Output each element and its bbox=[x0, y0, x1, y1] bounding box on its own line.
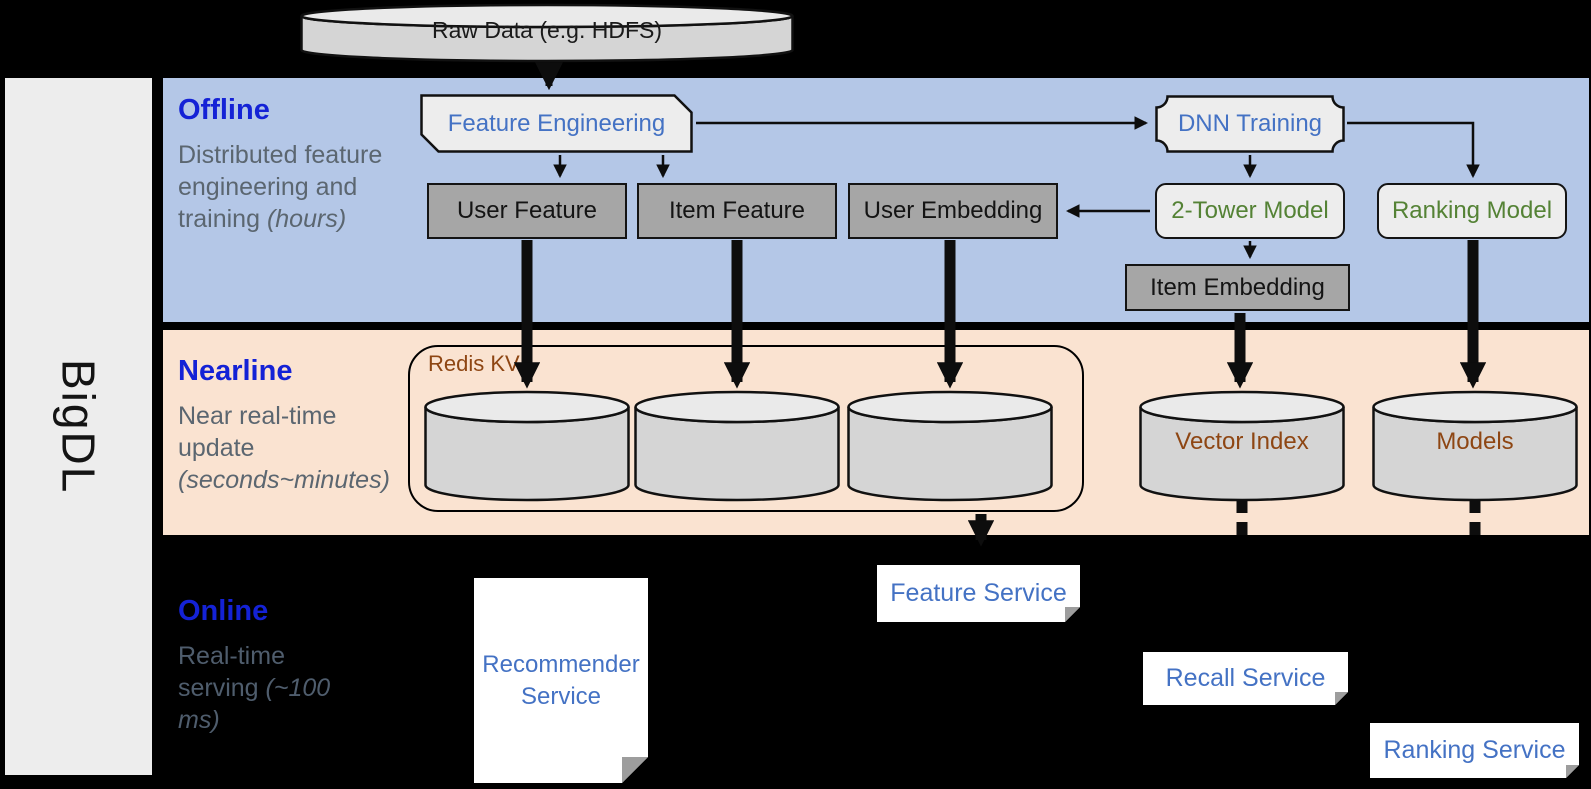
raw-data-store: Raw Data (e.g. HDFS) bbox=[300, 3, 794, 65]
ranking-service-card: Ranking Service bbox=[1370, 723, 1579, 778]
item-embedding-node: Item Embedding bbox=[1125, 264, 1350, 311]
recommender-service-label: Recommender Service bbox=[482, 651, 640, 710]
online-title: Online bbox=[178, 595, 269, 627]
redis-shard-cylinder-3 bbox=[847, 390, 1053, 502]
recall-service-card: Recall Service bbox=[1143, 652, 1348, 705]
redis-shard-cylinder-2 bbox=[634, 390, 840, 502]
brand-label: BigDL bbox=[52, 358, 105, 495]
two-tower-model-node: 2-Tower Model bbox=[1155, 183, 1345, 239]
cylinder-shape bbox=[1139, 390, 1345, 502]
bigdl-brand-rail: BigDL bbox=[5, 78, 152, 775]
page-fold-icon bbox=[622, 757, 648, 783]
nearline-section-label: Nearline Near real-time update (seconds~… bbox=[178, 355, 398, 496]
user-embedding-node: User Embedding bbox=[848, 183, 1058, 239]
redis-kv-container bbox=[408, 345, 1084, 512]
vector-index-label: Vector Index bbox=[1175, 428, 1309, 455]
feature-engineering-label: Feature Engineering bbox=[447, 109, 666, 137]
item-feature-label: Item Feature bbox=[668, 197, 806, 224]
ranking-model-node: Ranking Model bbox=[1377, 183, 1567, 239]
models-store: Models bbox=[1372, 390, 1578, 502]
snip-corner-shape bbox=[420, 94, 693, 153]
nearline-description: Near real-time update (seconds~minutes) bbox=[178, 402, 390, 494]
ranking-service-label: Ranking Service bbox=[1383, 736, 1566, 764]
cylinder-shape bbox=[847, 390, 1053, 502]
item-feature-node: Item Feature bbox=[637, 183, 837, 239]
two-tower-model-label: 2-Tower Model bbox=[1171, 197, 1329, 224]
online-description: Real-time serving (~100 ms) bbox=[178, 642, 331, 734]
cylinder-shape bbox=[634, 390, 840, 502]
plaque-shape bbox=[1155, 95, 1345, 153]
offline-section-label: Offline Distributed feature engineering … bbox=[178, 94, 383, 235]
dnn-training-node: DNN Training bbox=[1155, 95, 1345, 153]
redis-shard-cylinder-1 bbox=[424, 390, 630, 502]
item-embedding-label: Item Embedding bbox=[1150, 273, 1325, 301]
feature-service-label: Feature Service bbox=[890, 579, 1067, 607]
cylinder-shape bbox=[300, 3, 794, 63]
cylinder-shape bbox=[1372, 390, 1578, 502]
models-label: Models bbox=[1436, 428, 1514, 455]
recall-service-label: Recall Service bbox=[1165, 664, 1326, 692]
offline-description: Distributed feature engineering and trai… bbox=[178, 141, 383, 233]
dnn-training-label: DNN Training bbox=[1177, 110, 1323, 137]
user-feature-node: User Feature bbox=[427, 183, 627, 239]
redis-kv-label: Redis KV bbox=[428, 351, 520, 376]
user-embedding-label: User Embedding bbox=[863, 197, 1043, 224]
feature-engineering-node: Feature Engineering bbox=[420, 94, 693, 153]
page-fold-icon bbox=[1065, 607, 1080, 622]
page-fold-icon bbox=[1335, 692, 1348, 705]
nearline-title: Nearline bbox=[178, 355, 293, 387]
ranking-model-label: Ranking Model bbox=[1391, 197, 1553, 224]
raw-data-label: Raw Data (e.g. HDFS) bbox=[431, 16, 663, 43]
feature-service-card: Feature Service bbox=[877, 565, 1080, 622]
cylinder-shape bbox=[424, 390, 630, 502]
vector-index-store: Vector Index bbox=[1139, 390, 1345, 502]
user-feature-label: User Feature bbox=[456, 197, 598, 224]
recommender-service-card: Recommender Service bbox=[474, 578, 648, 783]
page-fold-icon bbox=[1566, 765, 1579, 778]
offline-title: Offline bbox=[178, 94, 270, 126]
online-section-label: Online Real-time serving (~100 ms) bbox=[178, 595, 343, 736]
